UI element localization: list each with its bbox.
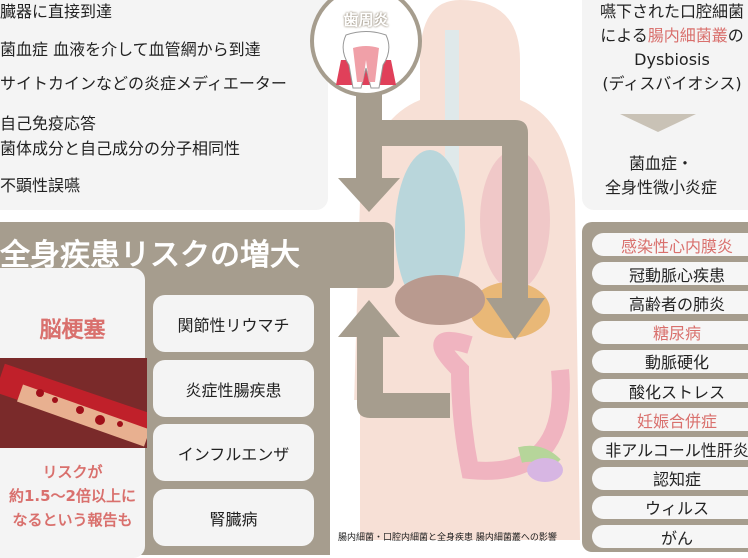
disease-list-item: 非アルコール性肝炎	[592, 437, 748, 461]
disease-item: インフルエンザ	[153, 424, 314, 481]
dysbiosis-text: 菌血症・	[628, 154, 693, 173]
dysbiosis-text: (ディスバイオシス)	[602, 74, 742, 93]
stroke-note: なるという報告も	[12, 511, 133, 529]
dysbiosis-text: 嚥下された口腔細菌	[599, 2, 744, 21]
stroke-title: 脳梗塞	[39, 318, 106, 343]
disease-item: 炎症性腸疾患	[153, 360, 314, 417]
caption: 腸内細菌・口腔内細菌と全身疾患 腸内細菌叢への影響	[338, 533, 557, 543]
disease-list-item: ウィルス	[592, 495, 748, 519]
disease-item: 関節性リウマチ	[153, 295, 314, 352]
disease-item: 腎臓病	[153, 489, 314, 546]
disease-list-item: 妊娠合併症	[592, 408, 748, 432]
disease-list-item: がん	[592, 525, 748, 548]
mechanism-text: サイトカインなどの炎症メディエーター	[0, 74, 287, 93]
flow-arrows	[338, 80, 545, 418]
stroke-note: リスクが	[42, 463, 103, 481]
tooth-icon	[336, 31, 396, 89]
blood-vessel-image	[0, 358, 147, 448]
disease-list-item: 認知症	[592, 466, 748, 490]
disease-list-item: 感染性心内膜炎	[592, 233, 748, 256]
mechanism-text: 不顕性誤嚥	[0, 176, 81, 195]
mechanism-text: 臓器に直接到達	[0, 2, 113, 21]
disease-list-item: 糖尿病	[592, 320, 748, 344]
tooth-label: 歯周炎	[343, 11, 389, 29]
disease-list-item: 酸化ストレス	[592, 379, 748, 402]
disease-list-item: 冠動脈心疾患	[592, 262, 748, 286]
dysbiosis-text: の	[727, 26, 744, 45]
dysbiosis-text: 全身性微小炎症	[604, 178, 717, 197]
dysbiosis-text: による	[600, 26, 648, 45]
down-triangle-icon	[620, 114, 696, 132]
disease-list-item: 高齢者の肺炎	[592, 291, 748, 315]
mechanism-text: 菌体成分と自己成分の分子相同性	[0, 139, 241, 158]
mechanism-text: 菌血症 血液を介して血管網から到達	[0, 40, 261, 59]
stroke-note: 約1.5〜2倍以上に	[8, 487, 136, 505]
disease-list-item: 動脈硬化	[592, 349, 748, 373]
dysbiosis-card: 嚥下された口腔細菌 による腸内細菌叢の Dysbiosis (ディスバイオシス)…	[582, 0, 748, 210]
dysbiosis-text: Dysbiosis	[634, 50, 710, 69]
stroke-card: 脳梗塞 リスクが 約1.5〜2倍以上に なるという報告も	[0, 268, 147, 558]
mechanism-card: 臓器に直接到達 菌血症 血液を介して血管網から到達 サイトカインなどの炎症メディ…	[0, 0, 328, 210]
gut-flora-highlight: 腸内細菌叢	[647, 26, 728, 45]
periodontitis-badge: 歯周炎	[310, 0, 422, 97]
mechanism-text: 自己免疫応答	[0, 114, 97, 133]
